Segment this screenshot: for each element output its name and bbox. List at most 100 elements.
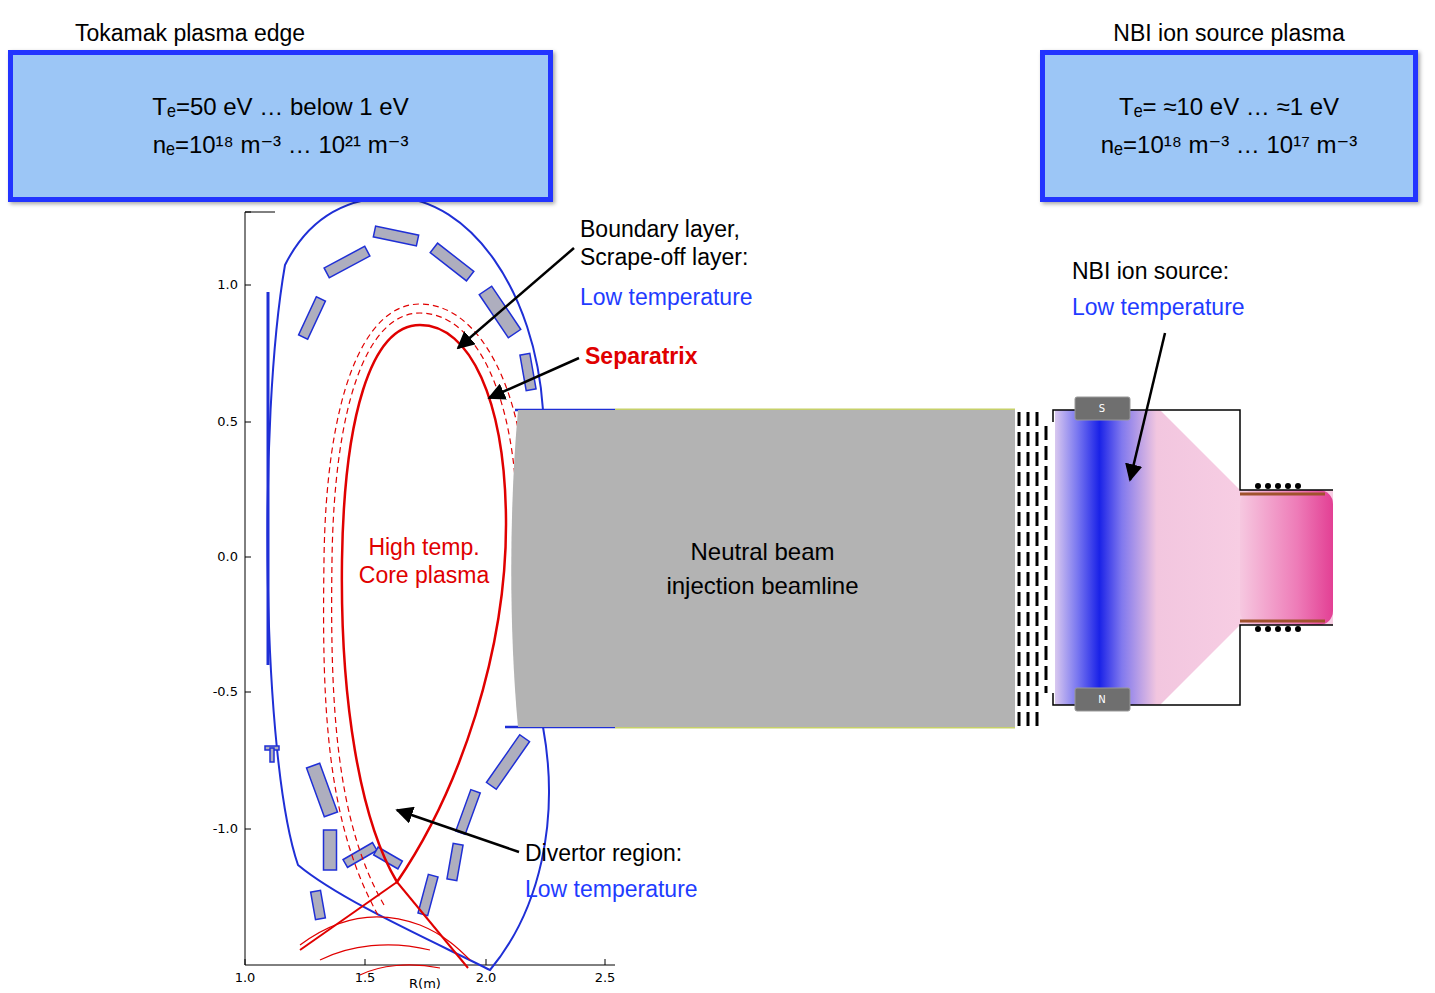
annotation-label: Low temperature — [525, 876, 698, 904]
drawing-stroke — [267, 197, 549, 970]
drawing-stroke — [245, 285, 251, 286]
drawing-stroke — [300, 882, 397, 950]
drawing-stroke — [489, 358, 579, 398]
drawing-stroke — [1055, 410, 1333, 705]
drawing-stroke — [1265, 626, 1271, 632]
axis-title: R(m) — [409, 976, 441, 992]
drawing-stroke — [270, 748, 274, 762]
drawing-stroke — [332, 313, 517, 905]
drawing-stroke — [456, 790, 480, 835]
drawing-stroke — [1265, 483, 1271, 489]
beamline-outline — [510, 410, 1015, 727]
drawing-stroke — [1130, 333, 1165, 480]
drawing-stroke — [365, 959, 366, 965]
drawing-stroke — [245, 212, 246, 965]
drawing-stroke — [1018, 412, 1021, 727]
annotation-label: Divertor region: — [525, 840, 682, 868]
drawing-stroke — [373, 226, 418, 246]
drawing-stroke — [1240, 490, 1333, 625]
drawing-stroke — [245, 212, 275, 213]
drawing-stroke — [397, 882, 468, 968]
value-text: nₑ=10¹⁸ m⁻³ … 10²¹ m⁻³ — [153, 126, 409, 164]
drawing-stroke — [1295, 626, 1301, 632]
drawing-stroke — [1255, 483, 1261, 489]
wall-tiles — [265, 226, 536, 920]
axis-tick-label: 0.0 — [217, 549, 238, 565]
drawing-stroke — [1036, 412, 1039, 727]
drawing-stroke — [1053, 410, 1333, 705]
axis-tick-label: 1.0 — [217, 277, 238, 293]
axis-tick-label: 2.5 — [595, 970, 616, 986]
drawing-stroke — [486, 735, 529, 789]
info-card: Tokamak plasma edgeTₑ=50 eV … below 1 eV… — [8, 16, 553, 202]
card-box: Tₑ=50 eV … below 1 eVnₑ=10¹⁸ m⁻³ … 10²¹ … — [8, 50, 553, 202]
beamline-label: Neutral beam injection beamline — [663, 535, 863, 603]
annotation-label: Low temperature — [1072, 294, 1245, 322]
annotation-label: Low temperature — [580, 284, 753, 312]
axis-tick-label: 1.0 — [235, 970, 256, 986]
region-label: High temp. Core plasma — [354, 534, 494, 589]
drawing-stroke — [343, 843, 377, 868]
extraction-grid — [1019, 412, 1046, 727]
ion-source — [1053, 397, 1333, 711]
drawing-stroke — [1240, 620, 1325, 623]
drawing-stroke — [342, 325, 506, 882]
annotation-label: Separatrix — [585, 343, 698, 371]
drawing-stroke — [245, 422, 251, 423]
value-text: Tₑ=50 eV … below 1 eV — [152, 88, 408, 126]
drawing-stroke — [430, 243, 474, 281]
drawing-stroke — [520, 353, 536, 390]
drawing-stroke — [1075, 397, 1130, 420]
drawing-stroke — [458, 248, 574, 348]
card-box: Tₑ= ≈10 eV … ≈1 eVnₑ=10¹⁸ m⁻³ … 10¹⁷ m⁻³ — [1040, 50, 1418, 202]
drawing-stroke — [1027, 412, 1030, 727]
drawing-stroke — [245, 692, 251, 693]
drawing-stroke — [1075, 688, 1130, 711]
magnet-pole-label: N — [1098, 694, 1105, 706]
annotation-label: Boundary layer, Scrape-off layer: — [580, 216, 785, 271]
drawing-stroke — [418, 874, 438, 915]
drawing-stroke — [299, 297, 326, 339]
drawing-stroke — [605, 959, 606, 965]
drawing-stroke — [1060, 410, 1115, 705]
drawing-stroke — [324, 246, 370, 277]
separatrix — [300, 304, 526, 975]
drawing-stroke — [245, 557, 251, 558]
axis-tick-label: 0.5 — [217, 414, 238, 430]
axis-tick-label: -1.0 — [213, 821, 238, 837]
drawing-stroke — [320, 945, 430, 960]
value-text: nₑ=10¹⁸ m⁻³ … 10¹⁷ m⁻³ — [1101, 126, 1357, 164]
vessel — [267, 197, 549, 970]
drawing-stroke — [1275, 626, 1281, 632]
drawing-stroke — [245, 965, 615, 966]
drawing-stroke — [1240, 493, 1325, 496]
axis-tick-label: 1.5 — [355, 970, 376, 986]
drawing-stroke — [1295, 483, 1301, 489]
drawing-stroke — [245, 959, 246, 965]
drawing-stroke — [1255, 626, 1261, 632]
leader-arrows — [397, 248, 1165, 852]
axis-tick-label: 2.0 — [476, 970, 497, 986]
rf-coil — [1255, 483, 1301, 632]
drawing-stroke — [1045, 426, 1048, 693]
beamline-walls — [505, 410, 1015, 727]
axis-tick-label: -0.5 — [213, 684, 238, 700]
heading-text: Tokamak plasma edge — [8, 16, 553, 50]
drawing-stroke — [245, 829, 251, 830]
info-card: NBI ion source plasmaTₑ= ≈10 eV … ≈1 eVn… — [1040, 16, 1418, 202]
beamline-shape: Neutral beam injection beamline — [510, 410, 1015, 727]
drawing-stroke — [324, 830, 337, 870]
beamline-fill — [511, 410, 1015, 727]
drawing-stroke — [447, 843, 463, 880]
value-text: Tₑ= ≈10 eV … ≈1 eV — [1119, 88, 1339, 126]
drawing-stroke — [1275, 483, 1281, 489]
drawing-stroke — [397, 810, 519, 852]
drawing-stroke — [1285, 626, 1291, 632]
drawing-stroke — [1285, 483, 1291, 489]
drawing-stroke — [486, 959, 487, 965]
drawing-stroke — [311, 890, 326, 919]
drawing-stroke — [267, 292, 270, 665]
magnet-pole-label: S — [1099, 403, 1105, 415]
drawing-stroke — [300, 917, 470, 960]
